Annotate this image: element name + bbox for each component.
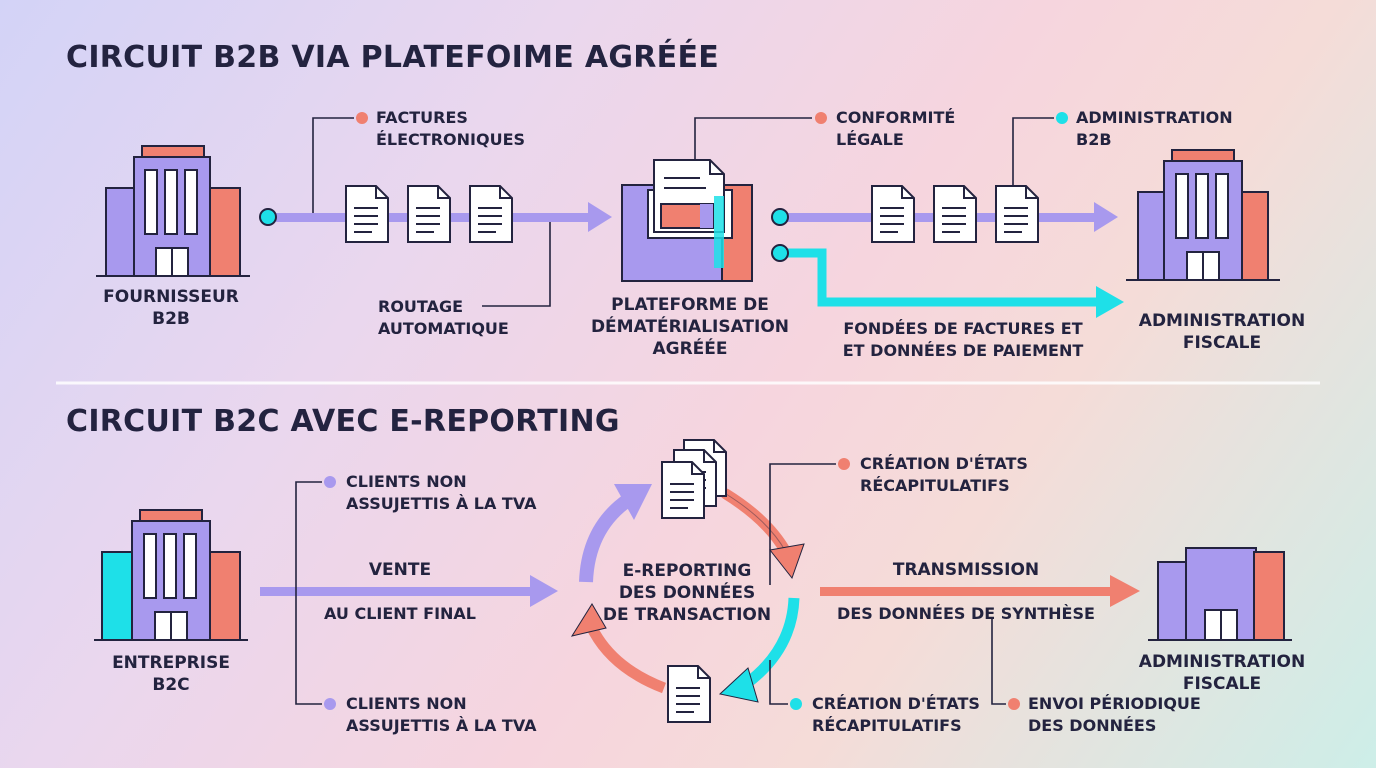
company-label: ENTREPRISE B2C <box>112 653 230 695</box>
arrow-data-to-admin <box>771 244 1124 318</box>
document-stack-icon <box>661 439 727 519</box>
sale-sub-label: AU CLIENT FINAL <box>324 604 476 623</box>
arrow-sale <box>260 575 558 607</box>
callout-dot-clients-top <box>324 476 336 488</box>
clients-bottom-callout: CLIENTS NON ASSUJETTIS À LA TVA <box>346 694 537 735</box>
transmission-label: TRANSMISSION <box>892 560 1040 580</box>
callout-line-routing <box>482 222 551 307</box>
callout-dot-compliance <box>815 112 827 124</box>
callout-dot-periodic <box>1008 698 1020 710</box>
platform-server-icon <box>621 159 753 282</box>
callout-dot-admin-b2b <box>1056 112 1068 124</box>
arrow-transmission <box>820 575 1140 607</box>
callout-line-compliance <box>694 117 812 160</box>
invoice-document-icon <box>345 185 389 243</box>
b2c-section-title: CIRCUIT B2C AVEC E-REPORTING <box>66 404 620 439</box>
periodic-callout: ENVOI PÉRIODIQUE DES DONNÉES <box>1028 694 1201 735</box>
summary-top-callout: CRÉATION D'ÉTATS RÉCAPITULATIFS <box>860 454 1028 495</box>
callout-line-periodic <box>991 618 1006 705</box>
compliance-callout: CONFORMITÉ LÉGALE <box>836 108 956 149</box>
sale-label: VENTE <box>368 560 432 580</box>
invoice-document-icon <box>871 185 915 243</box>
supplier-building-icon <box>96 145 250 277</box>
ereporting-label: E-REPORTING DES DONNÉES DE TRANSACTION <box>602 561 772 625</box>
summary-bottom-callout: CRÉATION D'ÉTATS RÉCAPITULATIFS <box>812 694 980 735</box>
document-icon <box>667 665 711 723</box>
b2b-section-title: CIRCUIT B2B VIA PLATEFOIME AGRÉÉE <box>66 40 720 75</box>
clients-top-callout: CLIENTS NON ASSUJETTIS À LA TVA <box>346 472 537 513</box>
tax-admin-label: ADMINISTRATION FISCALE <box>1138 311 1306 353</box>
callout-line-summary-top <box>769 463 836 585</box>
admin-b2b-callout: ADMINISTRATION B2B <box>1076 108 1233 149</box>
bracket-clients <box>295 481 322 705</box>
invoice-document-icon <box>995 185 1039 243</box>
tax-admin-building-b2c-icon <box>1148 547 1292 641</box>
tax-admin-building-icon <box>1126 149 1280 281</box>
callout-dot-invoices <box>356 112 368 124</box>
tax-admin-b2c-label: ADMINISTRATION FISCALE <box>1138 652 1306 694</box>
invoice-data-callout: FONDÉES DE FACTURES ET ET DONNÉES DE PAI… <box>842 319 1084 360</box>
invoices-callout: FACTURES ÉLECTRONIQUES <box>376 108 526 149</box>
ereporting-cycle <box>570 484 805 703</box>
callout-dot-clients-bottom <box>324 698 336 710</box>
callout-line-admin-b2b <box>1012 117 1054 186</box>
invoice-document-icon <box>933 185 977 243</box>
invoice-document-icon <box>407 185 451 243</box>
supplier-label: FOURNISSEUR B2B <box>103 287 239 329</box>
callout-line-summary-bottom <box>769 660 788 705</box>
invoice-document-icon <box>469 185 513 243</box>
platform-label: PLATEFORME DE DÉMATÉRIALISATION AGRÉÉE <box>590 295 790 359</box>
callout-line-invoices <box>312 117 354 213</box>
transmission-sub-label: DES DONNÉES DE SYNTHÈSE <box>837 604 1095 623</box>
company-building-icon <box>94 509 248 641</box>
callout-dot-summary-bottom <box>790 698 802 710</box>
routing-callout: ROUTAGE AUTOMATIQUE <box>378 297 509 338</box>
callout-dot-summary-top <box>838 458 850 470</box>
